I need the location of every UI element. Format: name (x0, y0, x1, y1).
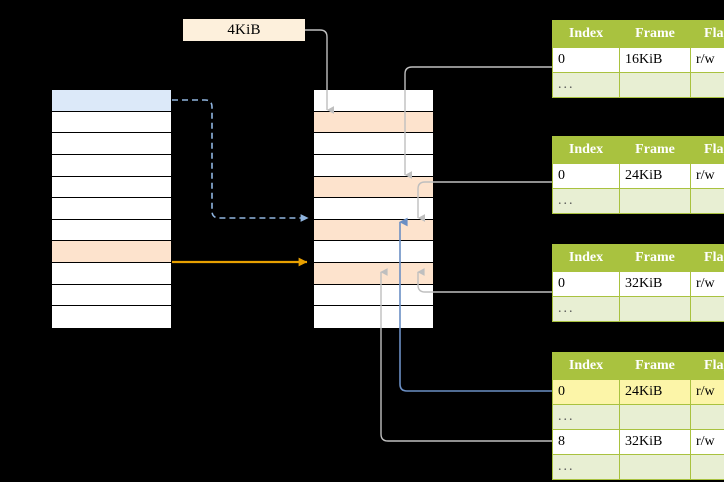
virtual-address-row (52, 219, 171, 242)
virtual-address-row (52, 241, 171, 263)
cell-index: 0 (552, 379, 620, 405)
virtual-address-row (52, 306, 171, 328)
virtual-address-row (52, 284, 171, 307)
page-table-column (313, 89, 434, 329)
virtual-address-row (52, 111, 171, 134)
page-table-row (314, 241, 433, 263)
virtual-address-row (52, 154, 171, 177)
virtual-address-row (52, 90, 171, 112)
cell-frame: 32KiB (619, 429, 691, 455)
table-row: ... (552, 404, 724, 430)
cell-frame (619, 296, 691, 322)
page-table-row (314, 133, 433, 155)
page-size-label: 4KiB (183, 19, 305, 41)
virtual-address-row (52, 198, 171, 220)
page-table-row (314, 284, 433, 307)
cell-index: ... (552, 296, 620, 322)
virtual-address-row (52, 133, 171, 155)
cell-frame: 24KiB (619, 379, 691, 405)
column-header-frame: Frame (619, 136, 691, 164)
cell-index: 8 (552, 429, 620, 455)
cell-flags (690, 296, 724, 322)
table-row: ... (552, 454, 724, 480)
cell-flags: r/w (690, 429, 724, 455)
table-header-row: IndexFrameFlags (552, 244, 724, 272)
column-header-index: Index (552, 20, 620, 48)
cell-index: ... (552, 188, 620, 214)
cell-flags: r/w (690, 47, 724, 73)
page-table-4: IndexFrameFlags024KiBr/w...832KiBr/w... (552, 352, 724, 480)
column-header-flags: Flags (690, 352, 724, 380)
wire-table3-to-pagetable (417, 268, 552, 293)
column-header-index: Index (552, 244, 620, 272)
cell-index: ... (552, 404, 620, 430)
page-table-row (314, 198, 433, 220)
virtual-address-column (51, 89, 172, 329)
cell-frame (619, 454, 691, 480)
cell-frame (619, 188, 691, 214)
page-table-row (314, 263, 433, 285)
page-size-label-text: 4KiB (227, 21, 261, 38)
table-row: ... (552, 72, 724, 98)
cell-flags: r/w (690, 163, 724, 189)
table-row: ... (552, 188, 724, 214)
cell-flags (690, 404, 724, 430)
page-table-2: IndexFrameFlags024KiBr/w... (552, 136, 724, 214)
cell-frame: 16KiB (619, 47, 691, 73)
cell-flags (690, 454, 724, 480)
table-row: ... (552, 296, 724, 322)
cell-index: 0 (552, 271, 620, 297)
cell-flags: r/w (690, 379, 724, 405)
page-table-row (314, 154, 433, 177)
column-header-frame: Frame (619, 352, 691, 380)
cell-index: 0 (552, 163, 620, 189)
cell-flags (690, 72, 724, 98)
page-table-1: IndexFrameFlags016KiBr/w... (552, 20, 724, 98)
page-table-3: IndexFrameFlags032KiBr/w... (552, 244, 724, 322)
column-header-frame: Frame (619, 244, 691, 272)
table-header-row: IndexFrameFlags (552, 136, 724, 164)
column-header-flags: Flags (690, 20, 724, 48)
wire-va-row0-dashed (172, 99, 309, 222)
cell-flags (690, 188, 724, 214)
cell-index: ... (552, 454, 620, 480)
cell-index: ... (552, 72, 620, 98)
table-header-row: IndexFrameFlags (552, 352, 724, 380)
column-header-index: Index (552, 352, 620, 380)
virtual-address-row (52, 263, 171, 285)
cell-index: 0 (552, 47, 620, 73)
column-header-index: Index (552, 136, 620, 164)
table-header-row: IndexFrameFlags (552, 20, 724, 48)
page-table-row (314, 90, 433, 112)
cell-frame (619, 72, 691, 98)
cell-frame (619, 404, 691, 430)
page-table-row (314, 111, 433, 134)
page-table-row (314, 306, 433, 328)
column-header-flags: Flags (690, 136, 724, 164)
column-header-frame: Frame (619, 20, 691, 48)
cell-frame: 24KiB (619, 163, 691, 189)
virtual-address-row (52, 176, 171, 199)
wire-table2-to-pagetable (417, 181, 552, 222)
cell-frame: 32KiB (619, 271, 691, 297)
cell-flags: r/w (690, 271, 724, 297)
page-table-row (314, 219, 433, 242)
page-table-row (314, 176, 433, 199)
column-header-flags: Flags (690, 244, 724, 272)
